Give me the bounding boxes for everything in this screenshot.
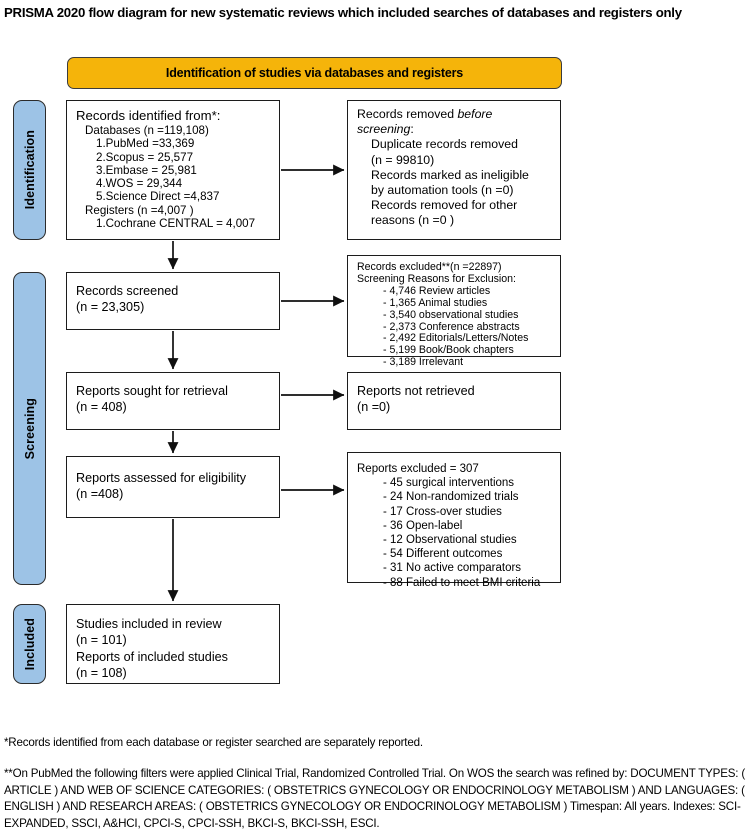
stage-pill-included-label: Included bbox=[22, 617, 37, 671]
records-excluded-reason-1: - 4,746 Review articles bbox=[383, 284, 491, 297]
records-excluded-reason-4: - 2,373 Conference abstracts bbox=[383, 320, 520, 333]
records-screened-count: (n = 23,305) bbox=[76, 300, 145, 314]
reports-excluded-reason-4: - 36 Open-label bbox=[383, 519, 463, 532]
box-studies-included: Studies included in review (n = 101) Rep… bbox=[66, 604, 280, 684]
stage-pill-identification: Identification bbox=[13, 100, 46, 240]
reports-excluded-reason-6: - 54 Different outcomes bbox=[383, 548, 503, 561]
reports-excluded-reason-7: - 31 No active comparators bbox=[383, 562, 522, 575]
records-excluded-reason-3: - 3,540 observational studies bbox=[383, 308, 519, 321]
reports-included-count: (n = 108) bbox=[76, 666, 127, 681]
reports-sought-count: (n = 408) bbox=[76, 400, 127, 414]
box-reports-excluded: Reports excluded = 307 - 45 surgical int… bbox=[347, 452, 561, 589]
records-removed-line-3: Records marked as ineligible bbox=[371, 167, 529, 182]
footnote-asterisk: *Records identified from each database o… bbox=[4, 736, 423, 749]
records-removed-line-6: reasons (n =0 ) bbox=[371, 213, 455, 228]
reports-not-retrieved-count: (n =0) bbox=[357, 400, 391, 414]
records-removed-line-4: by automation tools (n =0) bbox=[371, 183, 514, 198]
reports-excluded-reason-1: - 45 surgical interventions bbox=[383, 477, 515, 490]
box-reports-not-retrieved: Reports not retrieved (n =0) bbox=[347, 372, 561, 430]
stage-pill-screening: Screening bbox=[13, 272, 46, 585]
reports-sought-label: Reports sought for retrieval bbox=[76, 384, 228, 398]
reports-excluded-reason-2: - 24 Non-randomized trials bbox=[383, 491, 519, 504]
records-excluded-reason-2: - 1,365 Animal studies bbox=[383, 296, 488, 309]
stage-pill-screening-label: Screening bbox=[22, 397, 37, 460]
reports-excluded-count: Reports excluded = 307 bbox=[357, 463, 479, 475]
records-excluded-subheader: Screening Reasons for Exclusion: bbox=[357, 272, 516, 285]
records-removed-line-5: Records removed for other bbox=[371, 198, 518, 213]
studies-included-label: Studies included in review bbox=[76, 617, 222, 631]
records-identified-database-5: 5.Science Direct =4,837 bbox=[96, 190, 220, 204]
records-excluded-reason-5: - 2,492 Editorials/Letters/Notes bbox=[383, 332, 529, 345]
records-identified-header: Records identified from*: bbox=[76, 108, 221, 123]
stage-pill-included: Included bbox=[13, 604, 46, 684]
records-screened-label: Records screened bbox=[76, 284, 179, 298]
records-removed-header-2: screening: bbox=[357, 122, 551, 137]
box-reports-sought: Reports sought for retrieval (n = 408) bbox=[66, 372, 280, 430]
records-removed-header-part-d: : bbox=[410, 122, 414, 137]
box-records-screened: Records screened (n = 23,305) bbox=[66, 272, 280, 330]
reports-not-retrieved-label: Reports not retrieved bbox=[357, 384, 475, 398]
footnote-double-asterisk: **On PubMed the following filters were a… bbox=[4, 767, 745, 830]
records-identified-database-2: 2.Scopus = 25,577 bbox=[96, 150, 194, 164]
reports-excluded-reason-3: - 17 Cross-over studies bbox=[383, 505, 502, 518]
phase-banner-label: Identification of studies via databases … bbox=[165, 66, 464, 80]
stage-pill-identification-label: Identification bbox=[22, 130, 37, 210]
records-removed-line-1: Duplicate records removed bbox=[371, 137, 518, 152]
reports-included-label: Reports of included studies bbox=[76, 649, 228, 664]
records-excluded-count: Records excluded**(n =22897) bbox=[357, 261, 502, 273]
studies-included-count: (n = 101) bbox=[76, 633, 127, 648]
box-records-excluded: Records excluded**(n =22897) Screening R… bbox=[347, 255, 561, 368]
records-identified-register-1: 1.Cochrane CENTRAL = 4,007 bbox=[96, 217, 256, 231]
records-removed-header: Records removed before bbox=[357, 107, 551, 122]
box-reports-assessed: Reports assessed for eligibility (n =408… bbox=[66, 456, 280, 518]
reports-assessed-label: Reports assessed for eligibility bbox=[76, 471, 247, 485]
records-identified-registers-label: Registers (n =4,007 ) bbox=[85, 203, 194, 217]
reports-excluded-reason-5: - 12 Observational studies bbox=[383, 534, 517, 547]
records-removed-header-part-c: screening bbox=[357, 122, 411, 137]
reports-excluded-reason-8: - 88 Failed to meet BMI criteria bbox=[383, 576, 541, 589]
records-removed-line-2: (n = 99810) bbox=[371, 152, 435, 167]
records-removed-header-part-a: Records removed bbox=[357, 107, 458, 121]
records-removed-header-part-b: before bbox=[457, 107, 493, 121]
records-identified-databases-label: Databases (n =119,108) bbox=[85, 124, 209, 137]
records-excluded-reason-6: - 5,199 Book/Book chapters bbox=[383, 344, 514, 357]
records-identified-database-1: 1.PubMed =33,369 bbox=[96, 137, 195, 151]
reports-assessed-count: (n =408) bbox=[76, 487, 124, 501]
box-records-identified: Records identified from*: Databases (n =… bbox=[66, 100, 280, 240]
records-identified-database-3: 3.Embase = 25,981 bbox=[96, 163, 197, 177]
page-title: PRISMA 2020 flow diagram for new systema… bbox=[4, 5, 682, 20]
box-records-removed-before-screening: Records removed before screening: Duplic… bbox=[347, 100, 561, 240]
phase-banner-identification: Identification of studies via databases … bbox=[67, 57, 562, 89]
records-excluded-reason-7: - 3,189 Irrelevant bbox=[383, 356, 464, 369]
records-identified-database-4: 4.WOS = 29,344 bbox=[96, 177, 183, 191]
